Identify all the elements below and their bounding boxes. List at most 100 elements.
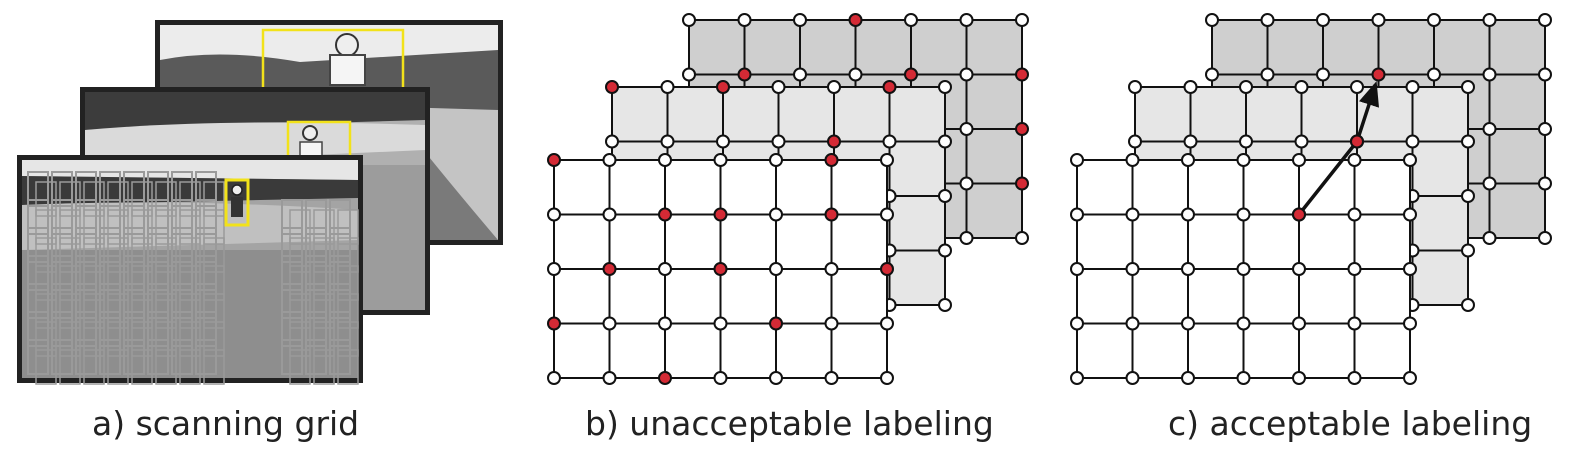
node xyxy=(1181,207,1195,222)
scan-window xyxy=(281,339,303,375)
node xyxy=(771,134,786,149)
scan-window xyxy=(329,283,351,319)
node xyxy=(1482,176,1497,191)
node xyxy=(682,13,696,27)
node xyxy=(1292,153,1306,167)
node xyxy=(1461,243,1475,258)
scan-window xyxy=(179,349,201,385)
node xyxy=(1181,262,1195,276)
scan-window xyxy=(195,199,217,235)
node xyxy=(938,298,952,312)
node xyxy=(1347,153,1362,167)
scan-window xyxy=(123,339,145,375)
scan-window xyxy=(329,339,351,375)
scan-window xyxy=(99,255,121,291)
node xyxy=(1482,122,1497,136)
node-labeled xyxy=(602,262,617,276)
node xyxy=(904,13,918,27)
scan-window xyxy=(147,339,169,375)
scan-window xyxy=(171,339,193,375)
node xyxy=(682,67,696,82)
node xyxy=(1482,67,1497,82)
node xyxy=(602,316,617,331)
scan-window xyxy=(305,311,327,347)
node xyxy=(769,262,783,276)
node xyxy=(1292,316,1306,331)
node-labeled xyxy=(713,262,728,276)
node-labeled xyxy=(1015,67,1029,82)
node xyxy=(602,153,617,167)
node xyxy=(658,316,672,331)
grid-layer-front xyxy=(547,153,894,385)
scan-window xyxy=(147,171,169,207)
node xyxy=(1181,316,1195,331)
node xyxy=(1015,231,1029,245)
node xyxy=(1538,176,1552,191)
node xyxy=(1347,371,1362,385)
node xyxy=(737,13,752,27)
node xyxy=(1128,134,1142,149)
node xyxy=(602,371,617,385)
scan-window xyxy=(329,311,351,347)
video-frame-front xyxy=(17,155,363,385)
scanning-grid-panel xyxy=(17,20,503,385)
node xyxy=(1125,262,1140,276)
node-labeled xyxy=(824,153,839,167)
scan-window xyxy=(305,255,327,291)
node xyxy=(959,67,974,82)
scan-window xyxy=(281,255,303,291)
scan-window xyxy=(195,227,217,263)
node xyxy=(1239,80,1253,94)
scan-window xyxy=(51,255,73,291)
node xyxy=(1125,316,1140,331)
node xyxy=(959,13,974,27)
detection-box xyxy=(224,178,250,227)
node-labeled xyxy=(769,316,783,331)
scan-window xyxy=(27,255,49,291)
node xyxy=(1236,316,1251,331)
node xyxy=(1482,231,1497,245)
scan-window xyxy=(147,311,169,347)
scan-window xyxy=(51,171,73,207)
node-labeled xyxy=(827,134,841,149)
scan-window xyxy=(99,171,121,207)
scan-window xyxy=(147,199,169,235)
node xyxy=(769,153,783,167)
node xyxy=(1538,231,1552,245)
node-labeled xyxy=(1015,176,1029,191)
scan-window xyxy=(195,283,217,319)
node-labeled xyxy=(824,207,839,222)
node xyxy=(1405,134,1420,149)
scan-window xyxy=(27,227,49,263)
node-labeled xyxy=(605,80,619,94)
node xyxy=(827,80,841,94)
grid-layer-front xyxy=(1070,153,1417,385)
node xyxy=(1538,122,1552,136)
scan-window xyxy=(171,255,193,291)
node-labeled xyxy=(1371,67,1386,82)
scan-window xyxy=(27,171,49,207)
node-labeled xyxy=(1292,207,1306,222)
node xyxy=(938,243,952,258)
scan-window xyxy=(51,283,73,319)
node-labeled xyxy=(1350,134,1364,149)
node xyxy=(880,371,894,385)
node xyxy=(959,122,974,136)
scan-window xyxy=(75,283,97,319)
unacceptable-labeling-panel xyxy=(547,13,1029,385)
node xyxy=(882,134,897,149)
scan-window xyxy=(171,199,193,235)
node xyxy=(1403,316,1417,331)
node xyxy=(1070,316,1084,331)
node xyxy=(793,67,807,82)
node xyxy=(547,371,561,385)
scan-window xyxy=(305,339,327,375)
node xyxy=(713,316,728,331)
scan-window xyxy=(147,255,169,291)
scan-window xyxy=(195,311,217,347)
node xyxy=(880,207,894,222)
node xyxy=(769,207,783,222)
node xyxy=(1128,80,1142,94)
node xyxy=(1403,262,1417,276)
node xyxy=(771,80,786,94)
